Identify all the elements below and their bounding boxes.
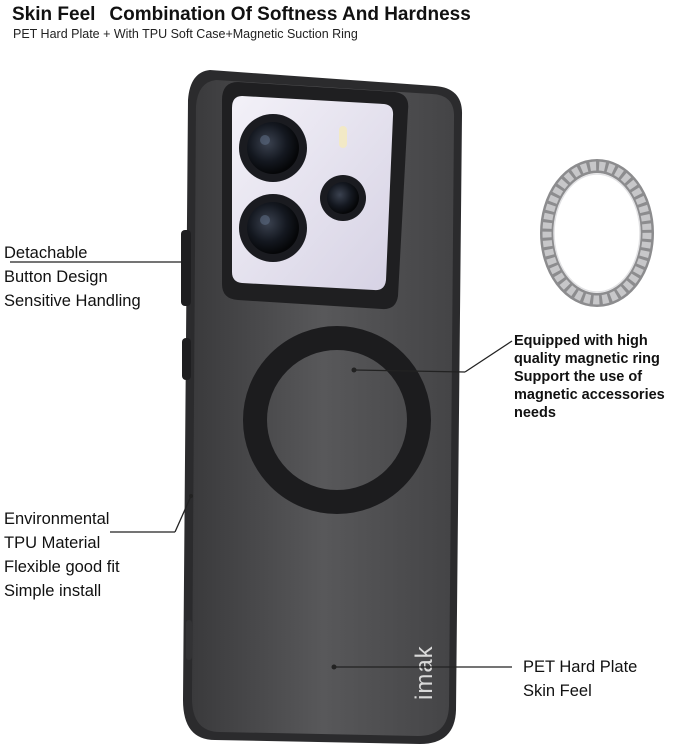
callout-line: Support the use of [514,369,643,385]
callout-tpu-material: Environmental TPU Material Flexible good… [4,507,120,603]
callout-line: Detachable [4,244,88,262]
headline-left: Skin Feel [12,4,96,25]
magnetic-ring-image [540,159,654,307]
callout-magnetic-ring: Equipped with high quality magnetic ring… [514,332,665,422]
callout-line: TPU Material [4,534,101,552]
callout-line: Environmental [4,510,110,528]
brand-logo: imak [411,645,438,700]
callout-line: magnetic accessories [514,387,665,403]
headline-right: Combination Of Softness And Hardness [109,4,471,25]
phone-case-image: imak [181,70,463,744]
callout-pet-plate: PET Hard Plate Skin Feel [523,655,637,703]
callout-line: needs [514,405,556,421]
callout-line: Button Design [4,268,108,286]
callout-line: Equipped with high [514,333,648,349]
subheadline: PET Hard Plate + With TPU Soft Case+Magn… [13,27,358,41]
flash-icon [339,126,347,148]
callout-button-design: Detachable Button Design Sensitive Handl… [4,241,141,313]
side-button-power [182,338,191,380]
callout-line: Skin Feel [523,682,592,700]
callout-line: PET Hard Plate [523,658,638,676]
side-button-volume [181,230,191,306]
headline: Skin Feel Combination Of Softness And Har… [12,4,471,26]
magsafe-ring [243,326,431,514]
callout-line: Simple install [4,582,102,600]
callout-line: Sensitive Handling [4,292,141,310]
leader-line [10,261,513,668]
callout-line: Flexible good fit [4,558,120,576]
callout-line: quality magnetic ring [514,351,660,367]
